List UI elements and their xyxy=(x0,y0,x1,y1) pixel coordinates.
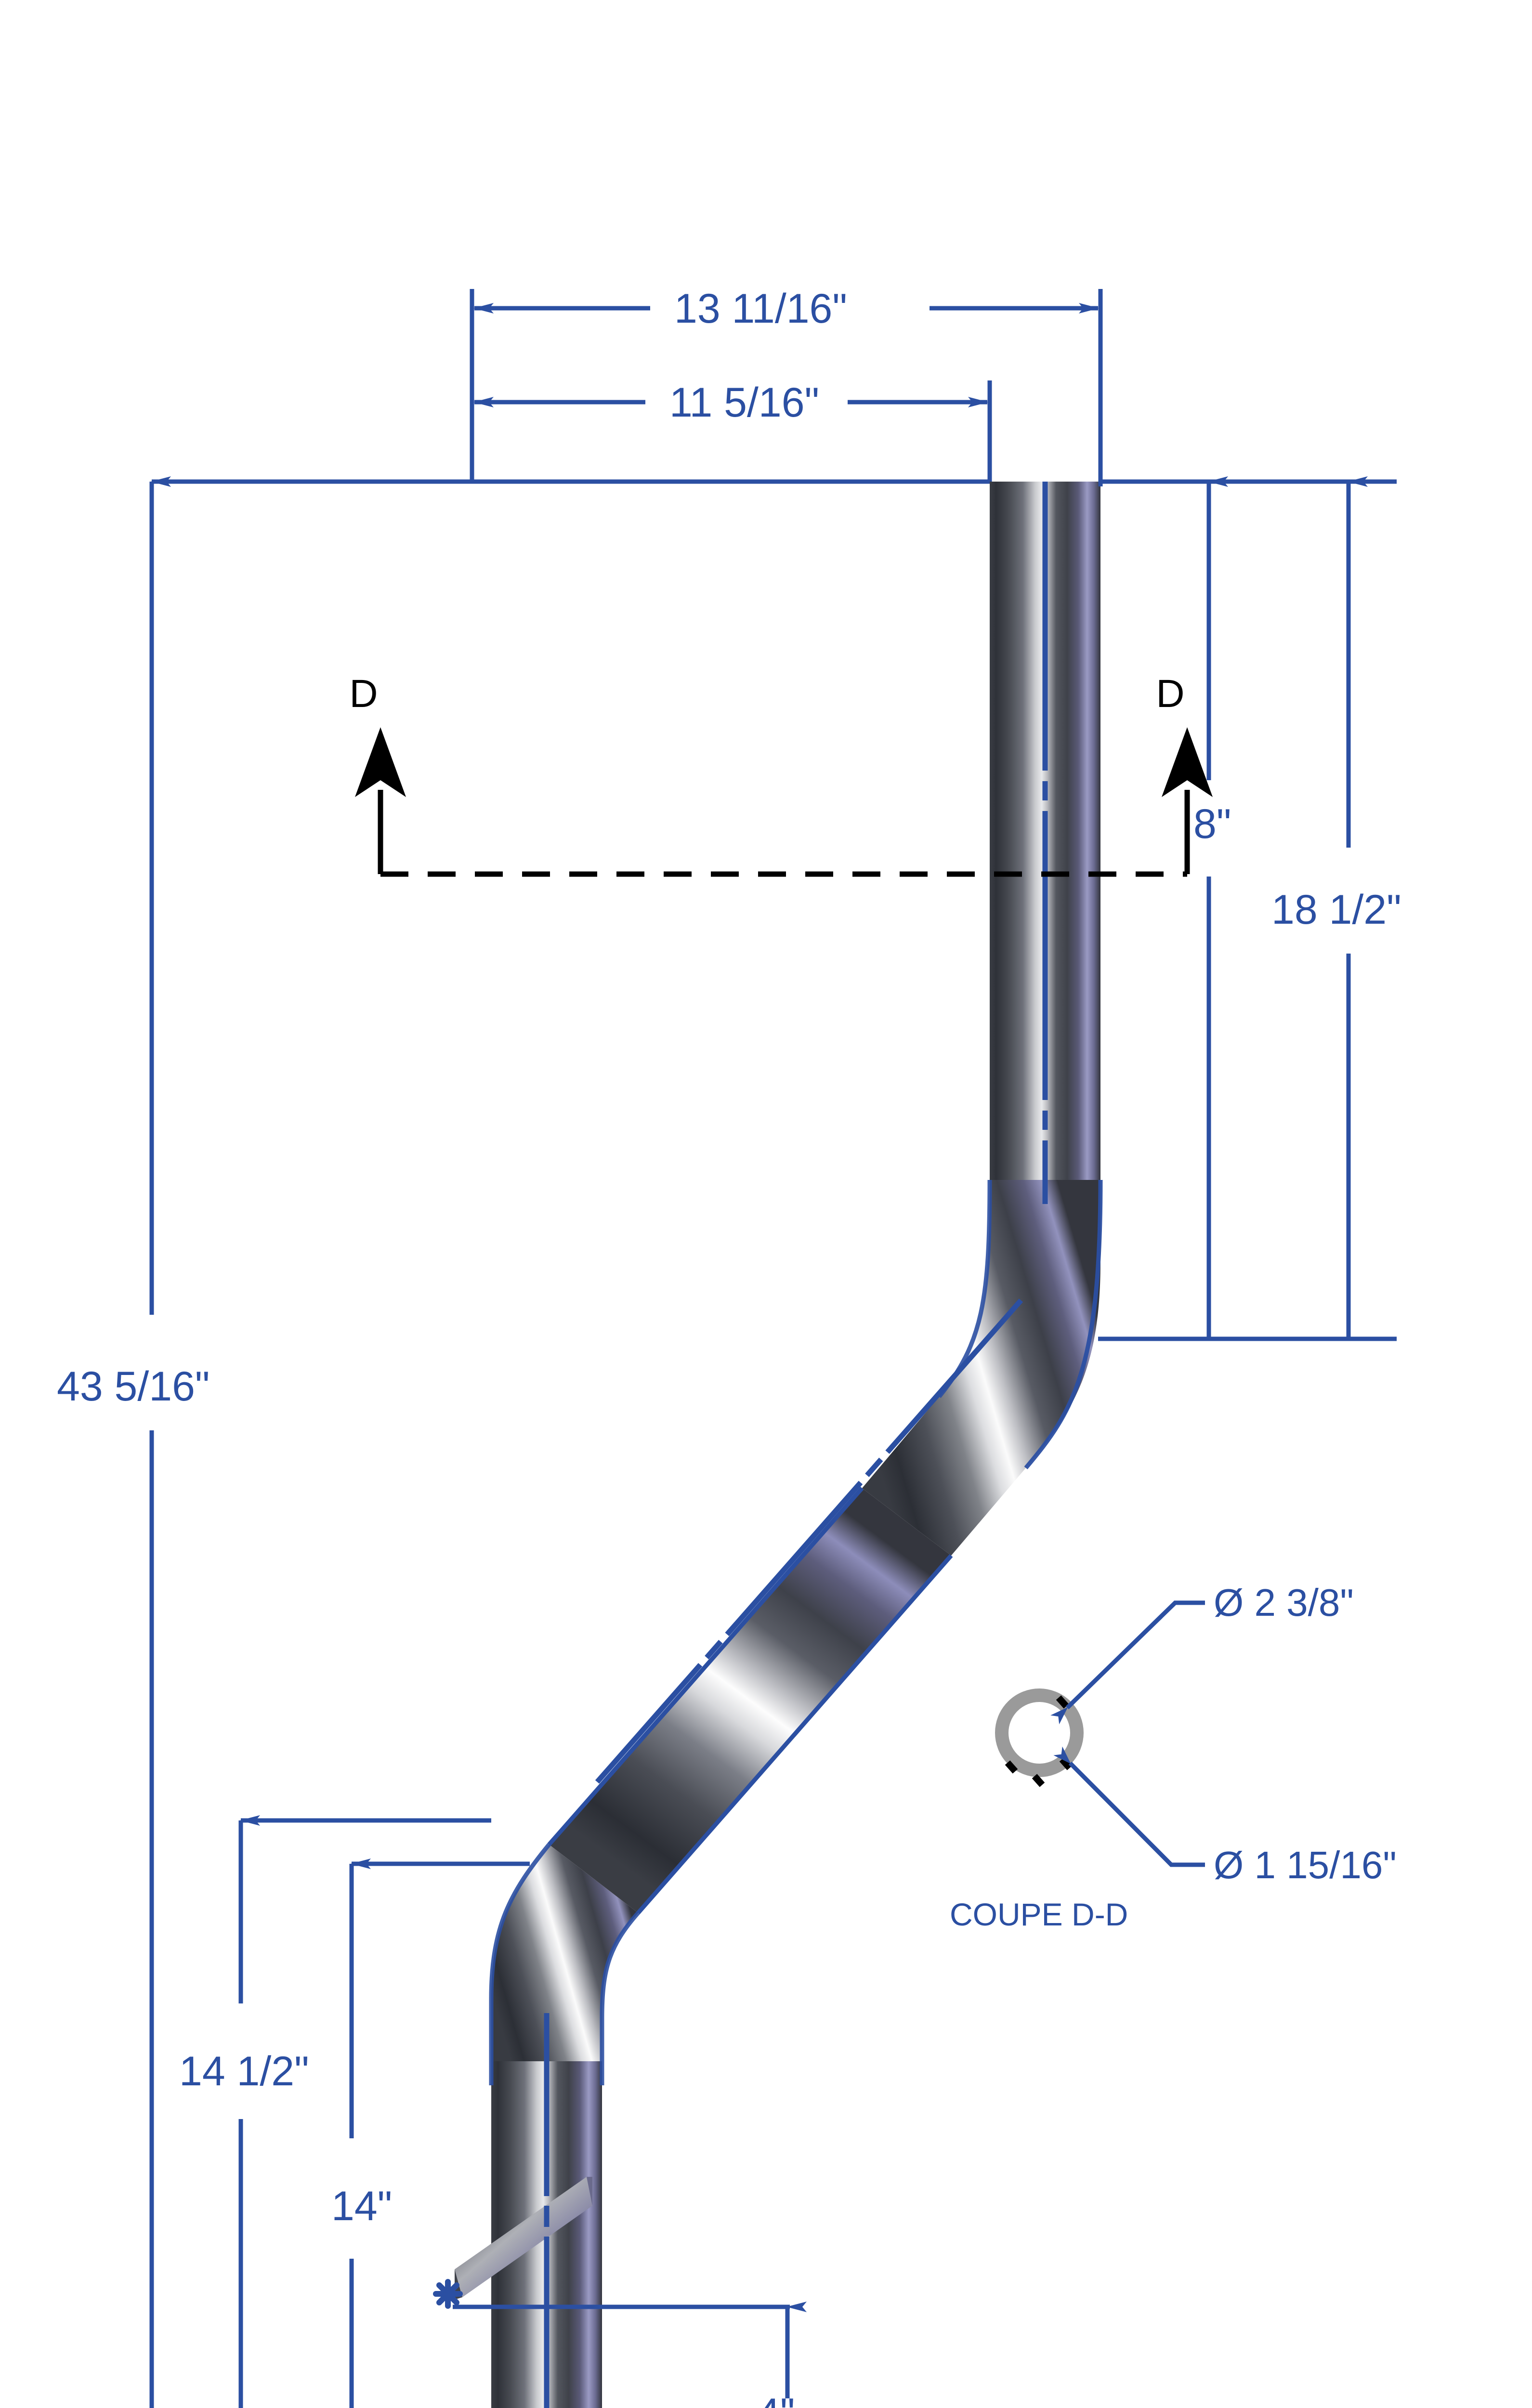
diagonal-tube xyxy=(549,1488,951,1913)
part-geometry xyxy=(455,482,1103,2408)
label-inner-diameter: Ø 1 15/16" xyxy=(1214,1844,1397,1886)
dim-label-upper-leg: 8" xyxy=(1193,801,1231,847)
diagonal-edge-lower xyxy=(636,1554,953,1914)
label-outer-diameter: Ø 2 3/8" xyxy=(1214,1581,1354,1624)
section-annulus-ring xyxy=(995,1688,1084,1777)
bend-edge-outer-bottom xyxy=(489,1843,551,2085)
leader-outer-diameter xyxy=(1050,1600,1205,1725)
section-marker-label-left: D xyxy=(349,672,378,716)
bend-edge-outer-top xyxy=(1024,1179,1103,1469)
flange-tab xyxy=(455,2177,592,2297)
leader-inner-diameter xyxy=(1053,1746,1205,1867)
section-arrow-left-icon xyxy=(355,727,406,797)
diagonal-edge-upper xyxy=(547,1487,864,1846)
section-arrow-right-icon xyxy=(1162,727,1213,797)
section-view-title: COUPE D-D xyxy=(950,1897,1128,1932)
flange-tab-tip xyxy=(587,2177,592,2206)
dim-label-lower-b: 14" xyxy=(331,2183,392,2229)
section-view-coupe-dd xyxy=(995,1600,1205,1867)
point-marker-asterisk xyxy=(433,2279,463,2309)
dim-label-top-overall: 13 11/16" xyxy=(674,286,847,332)
bend-edge-inner-top xyxy=(937,1179,992,1398)
dimension-annotations xyxy=(149,289,1397,2408)
dim-label-overall-height: 43 5/16" xyxy=(57,1363,210,1410)
section-markers xyxy=(355,727,1213,877)
dim-label-top-inner: 11 5/16" xyxy=(669,380,819,426)
dim-label-bottom-offset: 4" xyxy=(757,2390,795,2408)
dim-label-upper-total: 18 1/2" xyxy=(1271,887,1401,933)
section-marker-label-right: D xyxy=(1156,672,1184,716)
dim-label-lower-a: 14 1/2" xyxy=(179,2048,309,2094)
bend-edge-inner-bottom xyxy=(600,1911,640,2085)
upper-bend xyxy=(862,1180,1100,1556)
